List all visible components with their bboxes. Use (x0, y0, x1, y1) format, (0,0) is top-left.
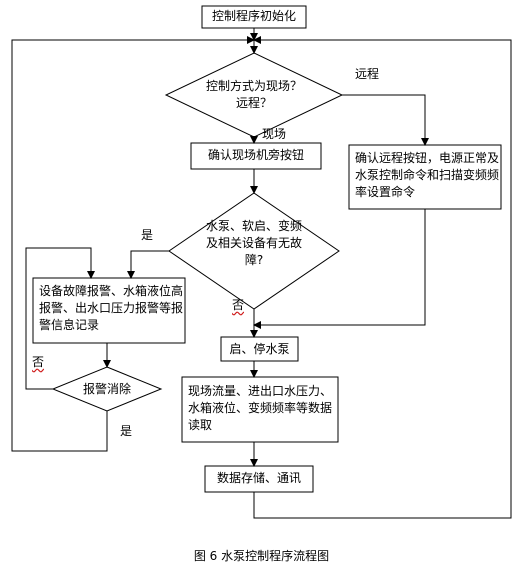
alarm-label: 设备故障报警、水箱液位高报警、出水口压力报警等报警信息记录 (39, 284, 184, 332)
edge-label-no-clear: 否 (32, 355, 45, 369)
edge-clear-no-loop (25, 247, 95, 390)
start-stop-box (220, 336, 299, 362)
start-stop-label: 启、停水泵 (229, 342, 290, 356)
figure-caption: 图 6 水泵控制程序流程图 (193, 549, 330, 563)
edge-clear-yes-loop (11, 36, 255, 452)
edge-remote-to-start (253, 209, 426, 329)
edge-label-no-fault: 否 (232, 298, 245, 312)
store-label: 数据存储、通讯 (216, 471, 301, 485)
edge-label-remote: 远程 (355, 67, 380, 81)
edge-store-loop (253, 36, 512, 519)
init-label: 控制程序初始化 (211, 9, 296, 23)
fault-decision-label: 水泵、软启、变频及相关设备有无故障? (206, 219, 303, 267)
edge-label-yes-clear: 是 (120, 424, 133, 438)
alarm-box (32, 277, 186, 344)
edge-label-local: 现场 (262, 127, 287, 141)
confirm-remote-label: 确认远程按钮，电源正常及水泵控制命令和扫描变频频率设置命令 (355, 151, 500, 199)
alarm-clear-label: 报警消除 (82, 382, 131, 396)
read-data-box (181, 376, 339, 443)
confirm-local-box (190, 142, 322, 170)
read-data-label: 现场流量、进出口水压力、水箱液位、变频频率等数据读取 (188, 384, 333, 432)
store-box (204, 465, 314, 493)
confirm-local-label: 确认现场机旁按钮 (207, 148, 304, 162)
mode-decision-label: 控制方式为现场？远程？ (206, 79, 303, 110)
edge-fault-yes (127, 250, 169, 279)
edge-mode-remote (342, 94, 429, 146)
edge-label-yes-fault: 是 (141, 228, 154, 242)
